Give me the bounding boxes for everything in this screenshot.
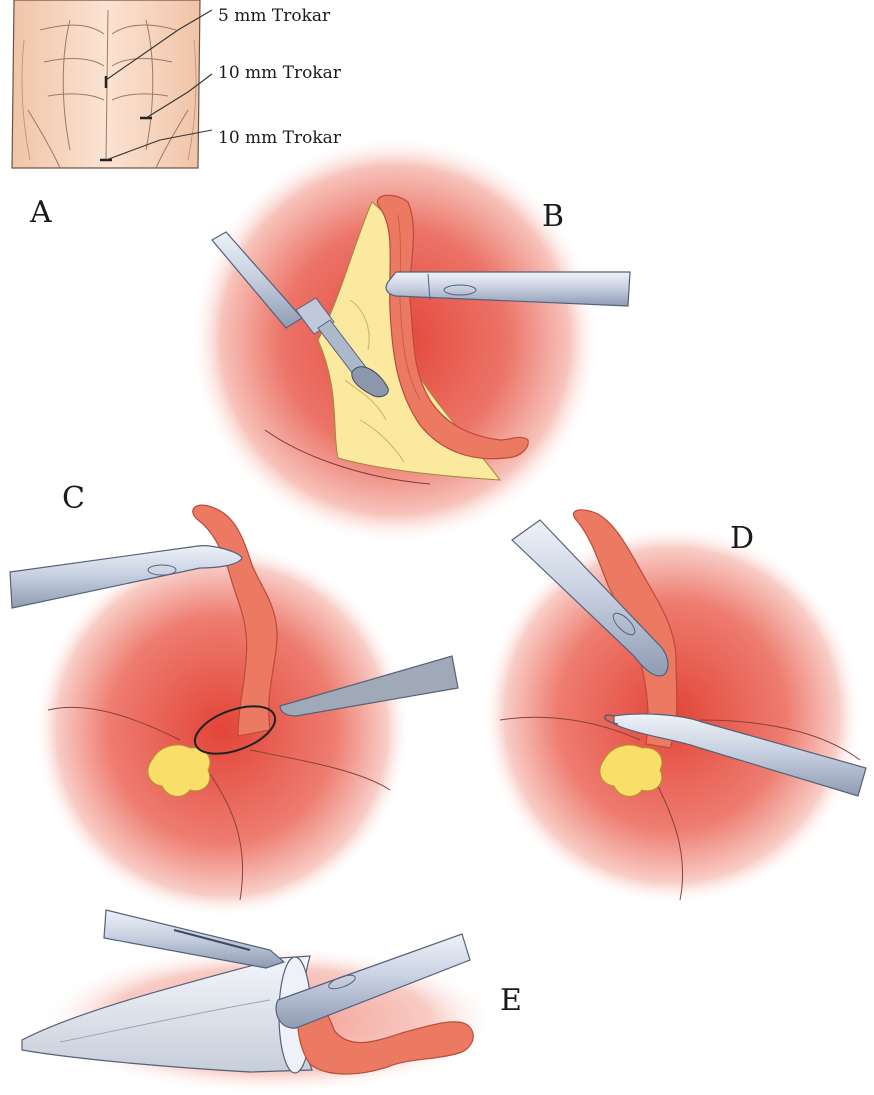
operative-field-c (34, 542, 410, 918)
panel-b-mesoappendix-dissection: B (190, 135, 630, 545)
panel-letter-c: C (62, 481, 85, 516)
panel-letter-b: B (542, 199, 564, 234)
trocar-label-10mm-lower: 10 mm Trokar (218, 128, 342, 148)
panel-e-specimen-retrieval: E (22, 910, 522, 1095)
panel-letter-e: E (500, 983, 522, 1018)
trocar-label-10mm-upper: 10 mm Trokar (218, 63, 342, 83)
abdomen-illustration (12, 0, 200, 168)
panel-letter-d: D (730, 521, 754, 556)
panel-letter-a: A (29, 195, 52, 230)
trocar-label-5mm: 5 mm Trokar (218, 6, 331, 26)
panel-c-appendix-base-ligation: C (10, 481, 458, 918)
panel-d-appendix-transection: D (482, 510, 866, 905)
